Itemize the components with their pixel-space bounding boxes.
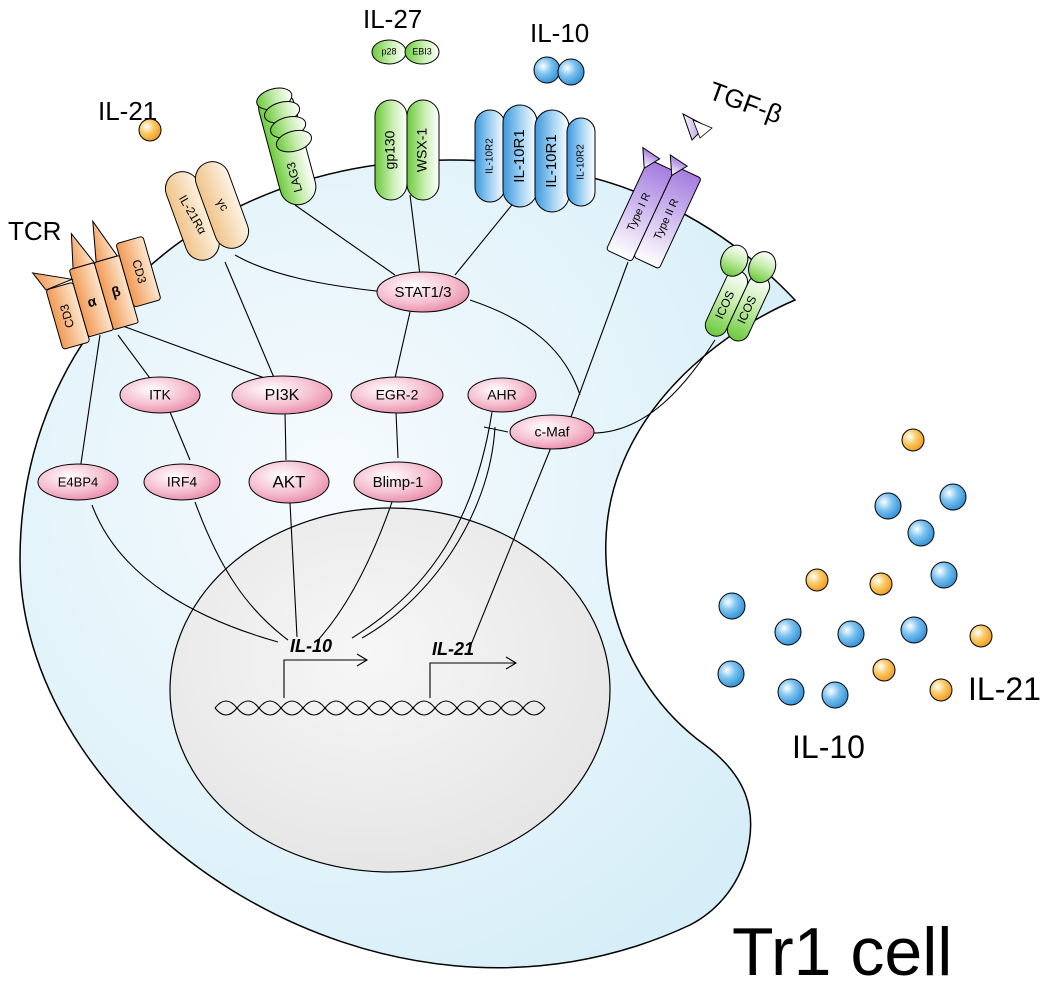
il10-particle xyxy=(939,483,967,511)
secreted-il21-label: IL-21 xyxy=(968,671,1041,707)
secreted-cytokines xyxy=(717,428,993,709)
node-stat13: STAT1/3 xyxy=(376,271,470,313)
tgfb-ligand-label: TGF-β xyxy=(705,75,786,129)
cd3-left-label: CD3 xyxy=(57,302,77,329)
svg-text:c-Maf: c-Maf xyxy=(535,424,570,440)
il10-particle xyxy=(874,492,902,520)
nucleus xyxy=(169,507,611,873)
wsx1-label: WSX-1 xyxy=(414,128,430,173)
cell-title: Tr1 cell xyxy=(732,914,952,989)
il27-ligand-label: IL-27 xyxy=(363,4,422,34)
il10-particle xyxy=(837,620,865,648)
node-irf4: IRF4 xyxy=(143,463,221,501)
tgfb-receptor: Type I R Type II R xyxy=(606,146,701,269)
tgfb-ligand-icon xyxy=(682,112,713,141)
il10-particle xyxy=(774,618,802,646)
il21-ligand-icon xyxy=(138,118,162,142)
svg-text:E4BP4: E4BP4 xyxy=(58,474,98,489)
node-ahr: AHR xyxy=(467,377,537,413)
il10-particle xyxy=(718,592,746,620)
il10-particle xyxy=(900,616,928,644)
il21-particle xyxy=(872,658,896,682)
gene-il10-label: IL-10 xyxy=(290,636,332,656)
dna-helix-icon xyxy=(214,700,546,716)
svg-text:IRF4: IRF4 xyxy=(167,474,198,490)
gp130-label: gp130 xyxy=(382,130,398,169)
il21-transcription-arrow xyxy=(429,656,518,698)
il27-ligand-icon: p28 EBI3 xyxy=(371,39,440,65)
tcr-label: TCR xyxy=(8,216,61,246)
p28-label: p28 xyxy=(381,46,396,56)
node-pi3k: PI3K xyxy=(231,375,333,415)
node-egr2: EGR-2 xyxy=(350,376,444,414)
svg-text:AHR: AHR xyxy=(487,387,517,403)
svg-text:AKT: AKT xyxy=(272,472,305,491)
il10-particle xyxy=(907,519,935,547)
node-cmaf: c-Maf xyxy=(509,414,595,450)
node-itk: ITK xyxy=(119,376,201,414)
il10-particle xyxy=(930,561,958,589)
il27-receptor: gp130 WSX-1 xyxy=(374,99,440,201)
il21-particle xyxy=(969,624,993,648)
svg-text:EGR-2: EGR-2 xyxy=(376,387,419,403)
il10-ligand-icon xyxy=(533,56,585,86)
il10r1-b-label: IL-10R1 xyxy=(543,134,560,187)
il10-receptor: IL-10R2 IL-10R1 IL-10R1 IL-10R2 xyxy=(474,104,596,213)
signaling-lines xyxy=(79,194,716,653)
il10r1-a-label: IL-10R1 xyxy=(511,129,528,182)
il10r2-b-label: IL-10R2 xyxy=(576,144,587,180)
il10-transcription-arrow xyxy=(283,653,369,698)
il10-particle xyxy=(777,678,805,706)
il10-particle xyxy=(717,660,745,688)
cd3-right-label: CD3 xyxy=(129,258,149,285)
il10-ligand-label: IL-10 xyxy=(530,18,589,48)
lag3-receptor: LAG3 xyxy=(256,87,317,206)
il21-particle xyxy=(805,568,829,592)
il21-particle xyxy=(869,572,893,596)
svg-text:STAT1/3: STAT1/3 xyxy=(395,284,452,301)
il10-particle xyxy=(821,681,849,709)
il21-receptor: IL-21Rα γc xyxy=(164,161,250,261)
ebi3-label: EBI3 xyxy=(412,46,432,56)
il21-particle xyxy=(929,678,953,702)
node-blimp1: Blimp-1 xyxy=(353,461,443,503)
tcr-complex: TCR CD3 α β CD3 xyxy=(8,216,161,350)
svg-text:Blimp-1: Blimp-1 xyxy=(373,474,424,491)
secreted-il10-label: IL-10 xyxy=(792,729,865,765)
gene-il21-label: IL-21 xyxy=(432,639,474,659)
il10r2-a-label: IL-10R2 xyxy=(485,138,496,174)
node-akt: AKT xyxy=(248,460,330,504)
svg-text:ITK: ITK xyxy=(149,387,171,403)
node-e4bp4: E4BP4 xyxy=(37,463,119,501)
icos-receptor: ICOS ICOS xyxy=(704,244,777,342)
svg-text:PI3K: PI3K xyxy=(265,387,300,404)
il21-particle xyxy=(901,428,925,452)
